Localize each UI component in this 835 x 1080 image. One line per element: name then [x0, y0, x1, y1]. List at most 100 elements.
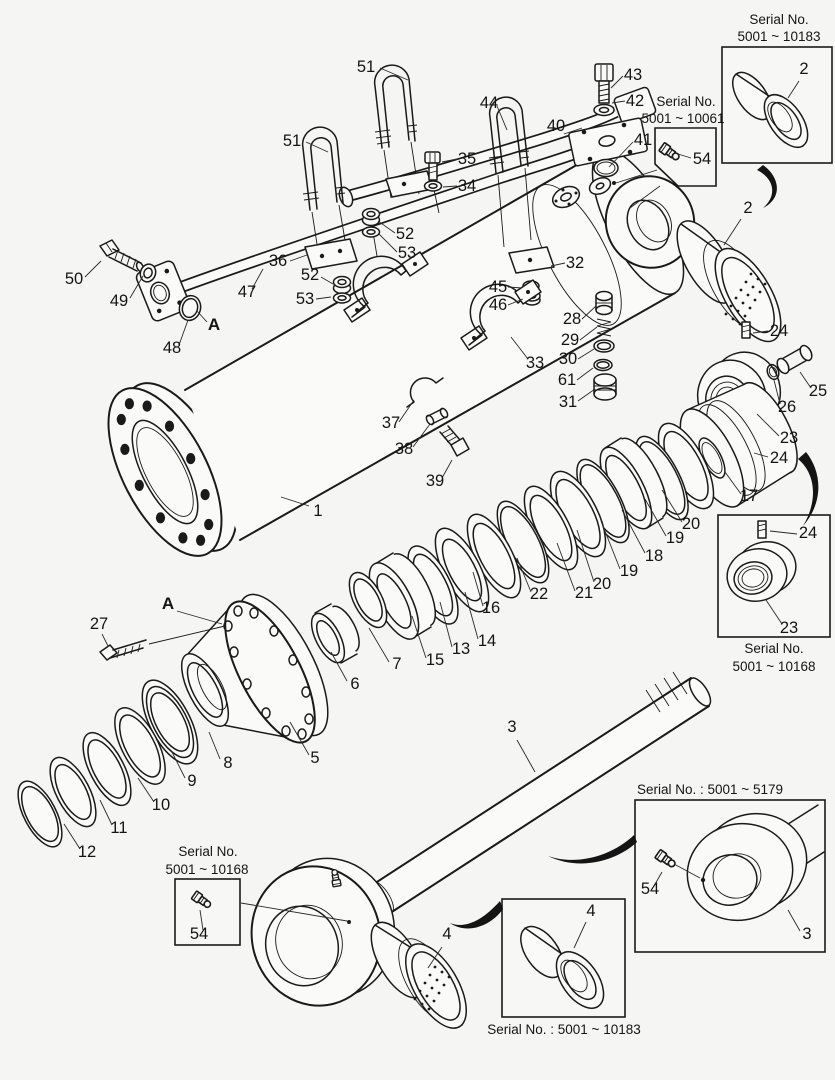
bolt-27 [99, 625, 226, 661]
curved-arrow-icon [757, 165, 777, 208]
part-label-25: 25 [809, 382, 827, 400]
pipe-clamp-37 [406, 377, 444, 408]
inset-head-grease [654, 127, 717, 187]
part-label-22: 22 [530, 585, 548, 603]
part-label-52: 52 [301, 266, 319, 284]
part-label-4: 4 [442, 925, 451, 943]
serial-caption: 5001 ~ 10168 [166, 862, 249, 877]
part-label-3: 3 [507, 718, 516, 736]
revision-arrows [450, 165, 819, 929]
washer-53-right [361, 226, 381, 238]
bushing-dimples [413, 965, 451, 1011]
part-label-2: 2 [799, 60, 808, 78]
part-label-5: 5 [310, 749, 319, 767]
bolt-50 [99, 239, 145, 273]
part-label-20: 20 [593, 575, 611, 593]
nut-52-left [332, 275, 352, 295]
part-label-42: 42 [626, 92, 644, 110]
inset-right-nut [717, 514, 831, 638]
bushing-2-detail [731, 71, 809, 148]
o-ring-26 [766, 363, 780, 381]
part-label-54: 54 [190, 925, 208, 943]
part-label-23: 23 [780, 429, 798, 447]
port-block [568, 117, 648, 167]
part-label-9: 9 [187, 772, 196, 790]
part-label-24: 24 [770, 322, 788, 340]
valve-stack [593, 290, 617, 401]
bracket-plate-32 [508, 246, 555, 274]
set-screw-24-upper [741, 321, 751, 339]
part-label-45: 45 [489, 278, 507, 296]
serial-caption: 5001 ~ 10061 [642, 111, 725, 126]
gland-5 [180, 593, 329, 744]
part-label-46: 46 [489, 296, 507, 314]
part-label-21: 21 [575, 584, 593, 602]
inset-rod-grease [174, 878, 348, 946]
serial-caption: Serial No. [744, 641, 803, 656]
part-label-31: 31 [559, 393, 577, 411]
inset-rod-eye [634, 799, 826, 953]
part-label-29: 29 [561, 331, 579, 349]
part-label-10: 10 [152, 796, 170, 814]
part-label-54: 54 [641, 880, 659, 898]
part-label-19: 19 [666, 529, 684, 547]
part-label-14: 14 [478, 632, 496, 650]
serial-caption: Serial No. [656, 94, 715, 109]
part-label-15: 15 [426, 651, 444, 669]
part-label-18: 18 [645, 547, 663, 565]
inset-rod-bushing [501, 898, 626, 1018]
part-label-7: 7 [392, 655, 401, 673]
seal-ring-8 [141, 679, 199, 765]
serial-caption: Serial No. [178, 844, 237, 859]
part-label-51: 51 [357, 58, 375, 76]
nut-23-detail [726, 520, 797, 602]
part-label-34: 34 [458, 177, 476, 195]
view-marker-a: A [208, 315, 220, 334]
seal-ring-9 [114, 707, 166, 785]
bushing-4-detail [520, 925, 605, 1009]
serial-caption: Serial No. [749, 12, 808, 27]
part-label-1: 1 [313, 502, 322, 520]
part-label-11: 11 [110, 819, 127, 837]
bolt-43 [594, 63, 614, 104]
part-label-48: 48 [163, 339, 181, 357]
u-bolt-44 [488, 96, 532, 248]
seal-ring-7 [348, 571, 388, 629]
bolt-39 [439, 425, 470, 457]
part-label-33: 33 [526, 354, 544, 372]
part-number-labels: 51 51 44 43 42 40 41 35 34 36 52 53 52 5… [65, 58, 827, 943]
serial-caption: Serial No. : 5001 ~ 10183 [487, 1022, 640, 1037]
rod-bushing-4 [370, 921, 468, 1029]
part-label-61: 61 [558, 371, 576, 389]
part-label-27: 27 [90, 615, 108, 633]
seal-ring-10 [82, 731, 132, 807]
pin-38 [425, 407, 449, 426]
part-label-24: 24 [770, 449, 788, 467]
part-label-54: 54 [693, 150, 711, 168]
part-label-53: 53 [398, 244, 416, 262]
part-label-8: 8 [223, 754, 232, 772]
part-label-38: 38 [395, 440, 413, 458]
bushing-6 [310, 603, 360, 664]
piston-17 [679, 381, 798, 508]
part-label-36: 36 [269, 252, 287, 270]
part-label-35: 35 [458, 150, 476, 168]
part-label-4: 4 [586, 902, 595, 920]
seal-ring-12 [17, 780, 63, 848]
pipe-clamp-33 [460, 279, 542, 351]
part-label-44: 44 [480, 94, 498, 112]
gland-bolt-holes [223, 605, 314, 740]
part-label-16: 16 [482, 599, 500, 617]
part-label-12: 12 [78, 843, 96, 861]
part-label-26: 26 [778, 398, 796, 416]
part-label-23: 23 [780, 619, 798, 637]
inset-top-right [721, 46, 833, 164]
o-ring-48 [178, 294, 202, 322]
head-eye [604, 175, 696, 269]
serial-captions: Serial No. 5001 ~ 10183 Serial No. 5001 … [166, 12, 821, 1037]
rod-eye-detail [654, 804, 825, 922]
pipe-clamp-left [343, 251, 429, 323]
part-label-3: 3 [802, 925, 811, 943]
